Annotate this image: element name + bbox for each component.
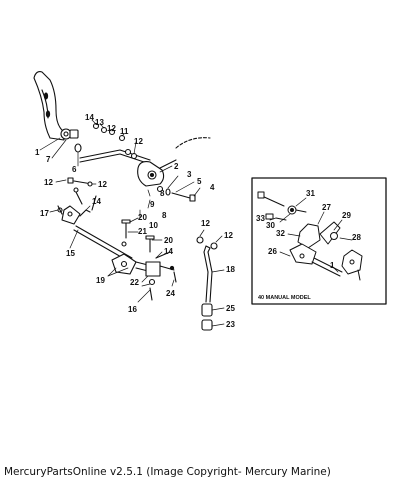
bushing-part <box>60 128 79 140</box>
callout-4: 4 <box>210 183 215 192</box>
callout-16: 16 <box>128 305 137 314</box>
inset-caption: 40 MANUAL MODEL <box>258 295 311 301</box>
inset-callout-31: 31 <box>306 189 315 198</box>
callout-23: 23 <box>226 320 235 329</box>
callout-12: 12 <box>98 180 107 189</box>
tiller-handle-part <box>33 71 65 141</box>
callout-3: 3 <box>187 170 192 179</box>
callout-20: 20 <box>138 213 147 222</box>
inset-callout-33: 33 <box>256 214 265 223</box>
callout-11: 11 <box>120 127 129 136</box>
parts-diagram: 1 7 6 14 13 12 11 12 2 3 5 4 8 9 8 10 12… <box>33 71 387 331</box>
callout-1: 1 <box>35 148 40 157</box>
image-copyright-caption: MercuryPartsOnline v2.5.1 (Image Copyrig… <box>4 466 331 478</box>
callout-24: 24 <box>166 289 175 298</box>
inset-callout-1: 1 <box>330 261 335 270</box>
bolt-set-part <box>121 219 155 253</box>
callout-10: 10 <box>149 221 158 230</box>
callout-14: 14 <box>92 197 101 206</box>
leader-lines <box>39 119 225 327</box>
shift-lever-part <box>111 253 175 301</box>
callout-17: 17 <box>40 209 49 218</box>
callout-22: 22 <box>130 278 139 287</box>
callout-21: 21 <box>138 227 147 236</box>
inset-callout-29: 29 <box>342 211 351 220</box>
callout-15: 15 <box>66 249 75 258</box>
inset-box <box>251 177 387 305</box>
inset-callout-28: 28 <box>352 233 361 242</box>
bushing-pair-part <box>201 303 213 331</box>
link-arm-part <box>155 251 177 283</box>
control-arm-part <box>137 159 177 187</box>
callout-19: 19 <box>96 276 105 285</box>
inset-callout-32: 32 <box>276 229 285 238</box>
bolt-part <box>156 185 196 202</box>
callout-18: 18 <box>226 265 235 274</box>
inset-callout-30: 30 <box>266 221 275 230</box>
callout-12: 12 <box>44 178 53 187</box>
throttle-rod-part <box>196 236 218 303</box>
callout-13: 13 <box>95 118 104 127</box>
callout-12: 12 <box>134 137 143 146</box>
callout-8: 8 <box>160 189 165 198</box>
callout-25: 25 <box>226 304 235 313</box>
callout-6: 6 <box>72 165 77 174</box>
screw-part <box>57 205 63 215</box>
inset-callout-27: 27 <box>322 203 331 212</box>
callout-labels: 1 7 6 14 13 12 11 12 2 3 5 4 8 9 8 10 12… <box>35 113 361 329</box>
callout-12: 12 <box>201 219 210 228</box>
callout-8: 8 <box>162 211 167 220</box>
callout-12: 12 <box>224 231 233 240</box>
callout-14: 14 <box>164 247 173 256</box>
callout-7: 7 <box>46 155 51 164</box>
callout-9: 9 <box>150 200 155 209</box>
callout-14: 14 <box>85 113 94 122</box>
inset-callout-26: 26 <box>268 247 277 256</box>
callout-5: 5 <box>197 177 202 186</box>
washer-part <box>74 143 82 153</box>
upper-link-rod <box>79 122 151 165</box>
callout-20: 20 <box>164 236 173 245</box>
callout-12: 12 <box>107 124 116 133</box>
nut-part <box>67 177 93 187</box>
callout-2: 2 <box>174 162 179 171</box>
